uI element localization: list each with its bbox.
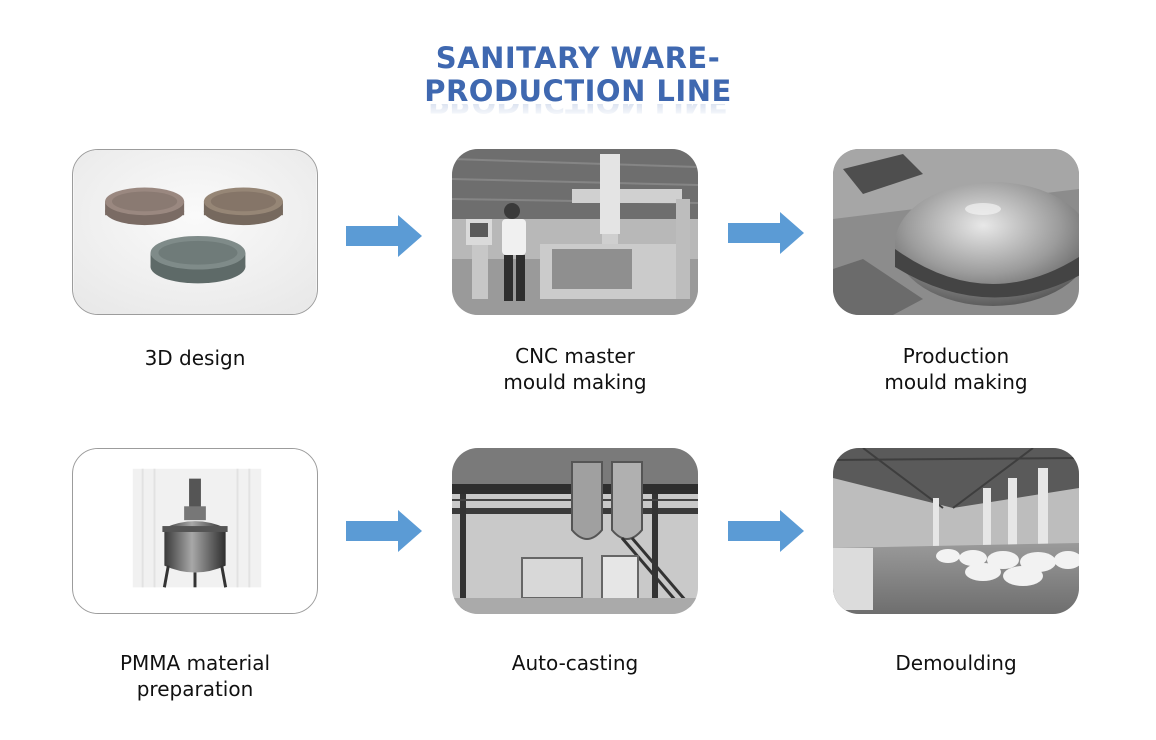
title-line-1: SANITARY WARE-	[435, 41, 721, 75]
step-caption-production-mould: Production mould making	[826, 343, 1086, 395]
caption-line: PMMA material	[119, 651, 271, 675]
title-reflection: PRODUCTION LINE	[0, 104, 1156, 118]
right-arrow-icon	[346, 510, 422, 552]
step-caption-auto-casting: Auto-casting	[445, 650, 705, 676]
caption-line: Demoulding	[895, 651, 1017, 675]
step-image-3d-design	[72, 149, 318, 315]
caption-line: preparation	[136, 677, 254, 701]
caption-line: 3D design	[144, 346, 246, 370]
step-image-auto-casting	[452, 448, 698, 614]
right-arrow-icon	[728, 212, 804, 254]
step-image-cnc-master	[452, 149, 698, 315]
caption-line: mould making	[503, 370, 647, 394]
step-caption-cnc-master: CNC master mould making	[445, 343, 705, 395]
title-line-2: PRODUCTION LINE	[424, 74, 732, 108]
title-reflection-text: PRODUCTION LINE	[428, 104, 728, 118]
step-image-demoulding	[833, 448, 1079, 614]
right-arrow-icon	[346, 215, 422, 257]
caption-line: CNC master	[515, 344, 635, 368]
step-caption-pmma: PMMA material preparation	[65, 650, 325, 702]
step-caption-demoulding: Demoulding	[826, 650, 1086, 676]
step-image-pmma	[72, 448, 318, 614]
step-image-production-mould	[833, 149, 1079, 315]
caption-line: mould making	[884, 370, 1028, 394]
caption-line: Auto-casting	[511, 651, 639, 675]
caption-line: Production	[902, 344, 1010, 368]
step-caption-3d-design: 3D design	[65, 345, 325, 371]
page-title: SANITARY WARE- PRODUCTION LINE	[0, 42, 1156, 108]
right-arrow-icon	[728, 510, 804, 552]
